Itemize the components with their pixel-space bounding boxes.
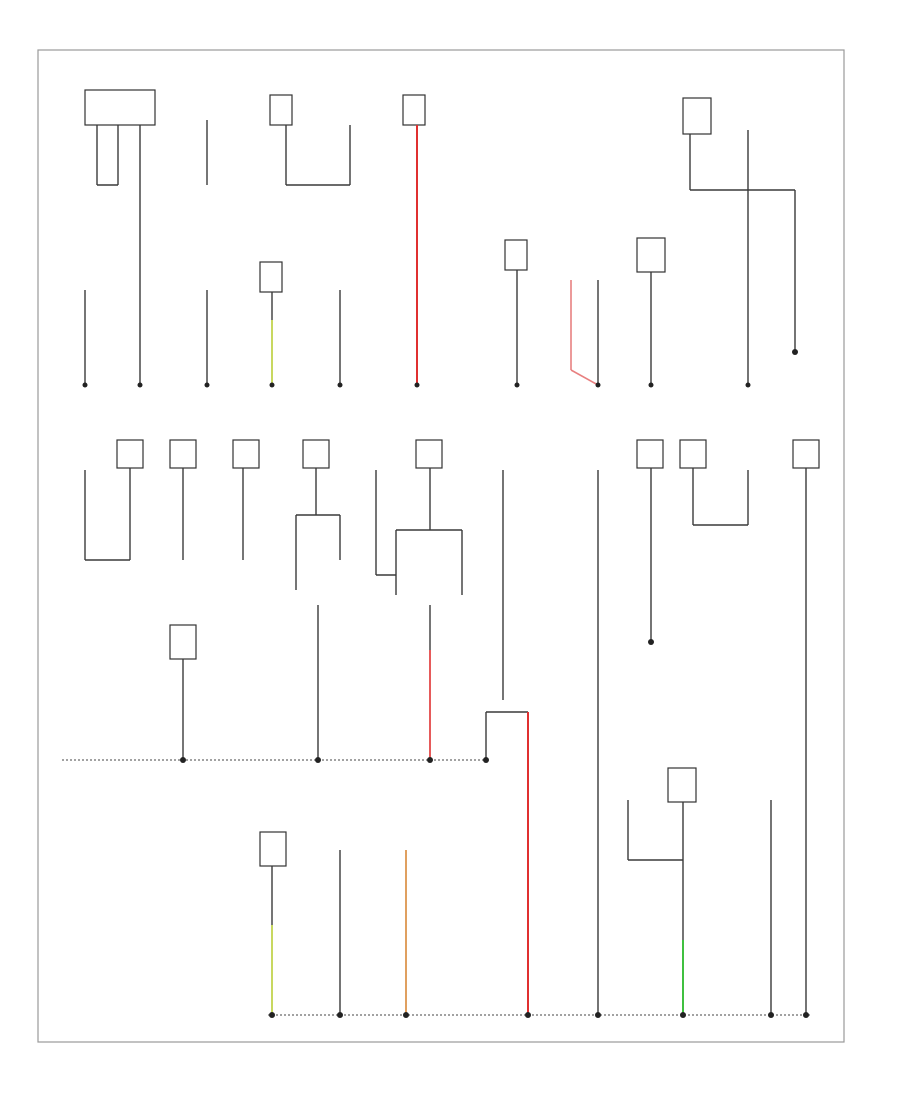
ground-node-bottom-2 xyxy=(337,1012,343,1018)
ground-node-bottom-1 xyxy=(269,1012,275,1018)
terminal-node-4 xyxy=(269,382,275,388)
terminal-node-7 xyxy=(514,382,520,388)
diagram-frame xyxy=(37,49,845,1043)
terminal-node-9 xyxy=(648,382,654,388)
ground-node-bottom-6 xyxy=(680,1012,686,1018)
terminal-node-3 xyxy=(204,382,210,388)
ground-node-bottom-7 xyxy=(768,1012,774,1018)
component-top-3 xyxy=(269,94,351,186)
component-row2-4 xyxy=(504,239,528,385)
ground-node-bottom-5 xyxy=(595,1012,601,1018)
ground-node-bottom-8 xyxy=(803,1012,809,1018)
ground-node-bottom-4 xyxy=(525,1012,531,1018)
ground-node-middle-3 xyxy=(427,757,433,763)
terminal-node-8 xyxy=(595,382,601,388)
terminal-node-1 xyxy=(82,382,88,388)
component-row3-group xyxy=(84,439,820,1015)
ground-node-bottom-3 xyxy=(403,1012,409,1018)
component-row4-left xyxy=(169,605,529,1015)
component-row2-5 xyxy=(636,237,666,385)
terminal-node-6 xyxy=(414,382,420,388)
component-top-red xyxy=(402,94,426,385)
ground-node-middle-2 xyxy=(315,757,321,763)
component-top-right xyxy=(682,97,798,385)
component-bottom-left xyxy=(259,831,407,1015)
component-bottom-right xyxy=(627,767,772,1015)
terminal-node-5 xyxy=(337,382,343,388)
terminal-node-10 xyxy=(745,382,751,388)
ground-node-middle-4 xyxy=(483,757,489,763)
ground-node-middle-1 xyxy=(180,757,186,763)
component-row2-pink xyxy=(570,280,599,386)
terminal-node-2 xyxy=(137,382,143,388)
component-row2-yellow xyxy=(259,261,283,385)
component-top-1 xyxy=(84,89,156,385)
